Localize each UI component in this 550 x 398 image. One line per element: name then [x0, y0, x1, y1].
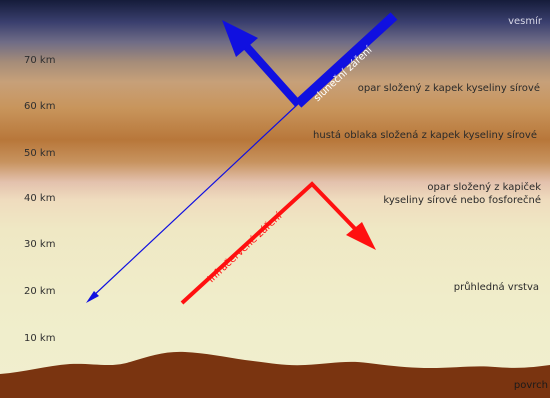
- solar-radiation-line: [90, 103, 299, 299]
- infrared-radiation-arrow: [180, 181, 364, 305]
- layer-label-lower-haze-line1: opar složený z kapiček: [427, 182, 541, 193]
- altitude-label-30: 30 km: [24, 239, 56, 250]
- layer-label-lower-haze-line2: kyseliny sírové nebo fosforečné: [383, 195, 541, 206]
- solar-radiation-thin-arrowhead: [86, 291, 99, 303]
- altitude-label-40: 40 km: [24, 193, 56, 204]
- layer-label-clear: průhledná vrstva: [453, 282, 539, 293]
- solar-radiation-reflected-beam: [243, 43, 301, 107]
- surface-terrain: [0, 351, 550, 398]
- altitude-label-20: 20 km: [24, 286, 56, 297]
- layer-label-space: vesmír: [508, 16, 542, 27]
- altitude-label-10: 10 km: [24, 333, 56, 344]
- altitude-label-70: 70 km: [24, 55, 56, 66]
- altitude-label-60: 60 km: [24, 101, 56, 112]
- layer-label-surface: povrch: [513, 380, 548, 391]
- layer-label-dense-clouds: hustá oblaka složená z kapek kyseliny sí…: [313, 130, 537, 141]
- solar-reflection-arrowhead: [222, 20, 258, 57]
- solar-radiation-incoming-beam: [294, 12, 398, 108]
- infrared-arrowhead: [346, 222, 376, 250]
- altitude-label-50: 50 km: [24, 148, 56, 159]
- layer-label-upper-haze: opar složený z kapek kyseliny sírové: [357, 83, 540, 94]
